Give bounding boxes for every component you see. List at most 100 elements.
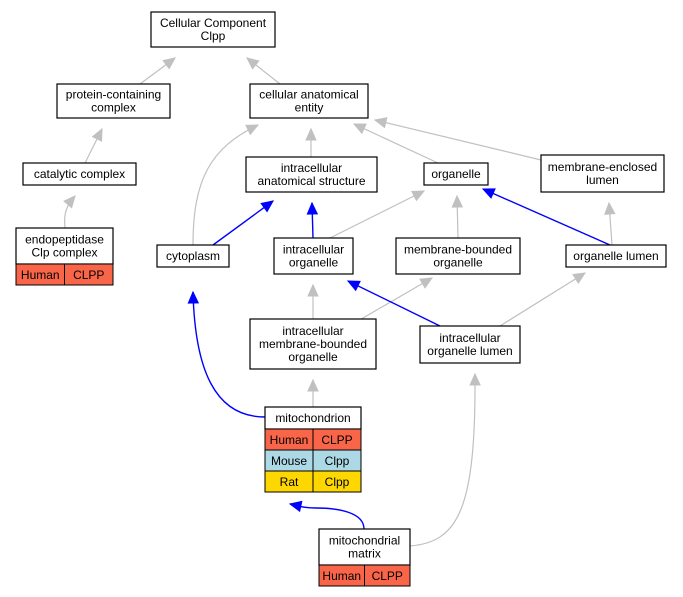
edge-intracellular-organelle-to-intracellular-anatomical-structure [306,201,319,239]
arrowhead [91,127,103,142]
node-box [249,83,369,119]
node-label: organelle lumen [573,249,658,263]
arrowhead [288,500,303,513]
node-label: membrane-bounded [259,337,367,351]
node-box [423,162,489,186]
node-label: intracellular [283,243,344,257]
node-label: protein-containing [66,88,161,102]
arrowhead [419,277,434,289]
node-label: cytoplasm [166,249,220,263]
node-label: organelle [431,167,481,181]
node-label: Cellular Component [160,16,267,30]
node-label: mitochondrial [329,534,400,548]
node-box [15,227,114,265]
arrowhead [307,378,319,392]
node-label: mitochondrion [275,411,350,425]
edge-line [499,272,586,327]
arrowhead [260,200,274,213]
edge-line [289,503,365,530]
edge-organelle-lumen-to-organelle [481,188,611,246]
node-label: organelle [288,350,338,364]
node-box [156,244,230,268]
node-label: membrane-enclosed [548,160,657,174]
node-box [249,318,377,370]
species-label: Human [270,433,309,447]
edge-intracellular-membrane-bounded-organelle-to-membrane-bounded-organelle [355,277,434,323]
node-organelle-lumen[interactable]: organelle lumen [565,244,667,268]
edge-mitochondrion-to-intracellular-membrane-bounded-organelle [307,378,319,407]
node-cytoplasm[interactable]: cytoplasm [156,244,230,268]
gene-cell [64,263,114,286]
arrowhead [63,195,76,209]
node-label: cellular anatomical [259,88,358,102]
edge-line [212,200,274,246]
arrowhead [411,190,426,202]
node-box [245,156,378,193]
species-label: Rat [280,475,299,489]
gene-label: Clpp [325,475,350,489]
gene-label: CLPP [372,569,403,583]
arrowhead [604,201,616,215]
arrowhead [572,272,587,284]
gene-label: Clpp [325,454,350,468]
edge-mitochondrial-matrix-to-mitochondrion [288,500,365,530]
edge-protein-containing-complex-to-cellular-component [139,57,176,85]
node-box [22,162,137,186]
arrowhead [451,194,464,208]
arrowhead [481,188,496,199]
gene-cell [312,470,362,493]
node-label: complex [91,101,136,115]
node-label: anatomical structure [257,174,365,188]
node-label: organelle [433,256,483,270]
edge-intracellular-organelle-lumen-to-intracellular-organelle [346,280,441,327]
edge-membrane-enclosed-lumen-to-cellular-anatomical-entity [373,117,542,161]
arrowhead [245,124,260,136]
edge-intracellular-organelle-to-organelle [329,190,426,239]
edge-cellular-anatomical-entity-to-cellular-component [246,57,281,85]
node-label: intracellular [282,324,343,338]
node-label: organelle [289,256,339,270]
edge-line [355,277,433,323]
gene-label: CLPP [73,268,104,282]
edge-organelle-lumen-to-membrane-enclosed-lumen [604,201,616,246]
node-box [56,83,171,119]
edge-line [192,291,266,418]
node-label: membrane-bounded [404,243,512,257]
arrowhead [246,57,260,70]
arrowhead [305,127,317,141]
edge-mitochondrial-matrix-to-intracellular-organelle-lumen [409,372,481,547]
edge-line [353,123,439,164]
node-box [395,237,521,275]
node-box [273,237,354,275]
edge-membrane-bounded-organelle-to-organelle [451,194,464,239]
edge-line [329,190,425,239]
edge-organelle-to-cellular-anatomical-entity [352,123,439,164]
node-label: lumen [586,173,619,187]
edge-endopeptidase-clp-complex-to-catalytic-complex [63,195,76,229]
arrowhead [162,57,176,70]
edge-intracellular-membrane-bounded-organelle-to-intracellular-organelle [307,283,319,319]
node-organelle[interactable]: organelle [423,162,489,186]
node-catalytic-complex[interactable]: catalytic complex [22,162,137,186]
node-label: endopeptidase [25,233,104,247]
node-box [318,528,411,566]
arrowhead [346,280,361,292]
edge-line [347,280,441,327]
